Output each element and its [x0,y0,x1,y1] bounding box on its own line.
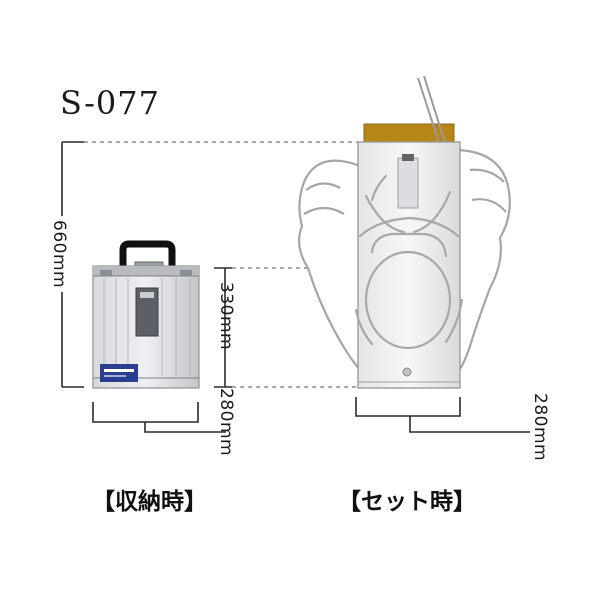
set-caption: 【セット時】 [338,489,476,515]
storage-depth-bracket [92,402,226,433]
storage-caption: 【収納時】 [92,489,207,515]
strap-lines [417,75,447,147]
person-body-outline [354,174,464,350]
case-height-label: 330mm [216,282,236,351]
height-330-bracket [214,267,232,388]
total-height-label: 660mm [49,216,69,293]
backrest-panel [357,141,461,389]
carry-case-illustration [92,240,200,389]
set-depth-bracket [355,397,530,433]
model-number: S-077 [60,84,160,122]
seated-person-outline [297,148,511,374]
set-depth-label: 280mm [530,393,550,462]
case-depth-label: 280mm [216,388,236,457]
